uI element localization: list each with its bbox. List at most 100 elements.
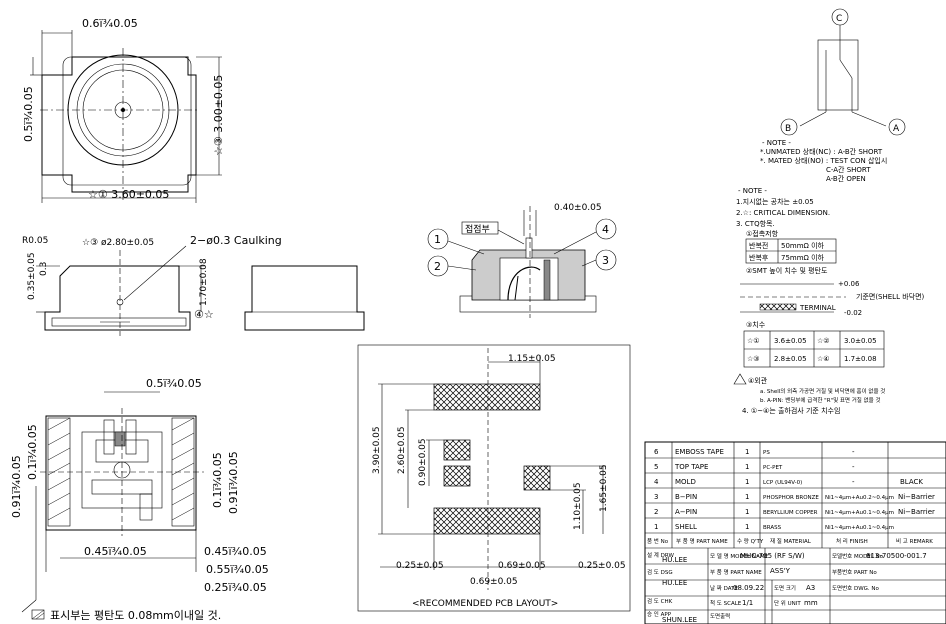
bom-row2-mat: BERYLLIUM COPPER: [763, 510, 818, 516]
notes-l3: 3. CTQ항목.: [736, 219, 775, 228]
pcb-dim-025b: 0.25±0.05: [578, 561, 626, 571]
bottom-view-dim-b3: 0.55ï¾0.05: [206, 563, 269, 576]
side-view-dim-035: 0.35±0.05: [27, 252, 37, 300]
bom-row4-name: MOLD: [675, 478, 696, 486]
section-n1: 1: [434, 233, 441, 246]
notes-l6: ③치수: [746, 320, 766, 329]
section-n3: 3: [602, 254, 609, 267]
notes-t2a: ☆③: [747, 355, 760, 363]
bottom-view-dim-top: 0.5ï¾0.05: [146, 377, 202, 390]
notes-l8: 4. ①~④는 출하검사 기준 치수임: [742, 406, 840, 415]
switch-schematic: C B A - NOTE - *.UNMATED 상태(NC) : A-B간 S…: [760, 8, 906, 183]
bom-row5-qty: 1: [745, 463, 749, 471]
bom-row4-fin: -: [852, 478, 855, 486]
bottom-view-dim-b1: 0.45ï¾0.05: [84, 545, 147, 558]
pcb-layout: 1.15±0.05 3.90±0.05 2.60±0.05 0.90±0.05 …: [357, 344, 631, 612]
pcb-dim-260: 2.60±0.05: [397, 426, 407, 474]
notes-title: - NOTE -: [738, 187, 767, 195]
pcb-dim-025a: 0.25±0.05: [396, 561, 444, 571]
side-view-r-label: R0.05: [22, 236, 48, 246]
bom-row1-fin: Ni1~4μm+Au0.1~0.4μm: [825, 525, 894, 531]
bom-row1-mat: BRASS: [763, 525, 782, 531]
title-block: 설 계 DRW HU.LEE 검 도 DSG HU.LEE 검 도 CHK 승 …: [645, 548, 946, 624]
bottom-view-dim-r1: 0.1ï¾0.05: [211, 452, 224, 508]
bom-row6-qty: 1: [745, 448, 749, 456]
bottom-view-dim-l2: 0.1ï¾0.05: [26, 424, 39, 480]
pcb-dim-090: 0.90±0.05: [418, 438, 428, 486]
bottom-view: 0.5ï¾0.05 0.91ï¾0.05 0.1ï¾0.05 0.1ï¾0.05…: [10, 377, 269, 622]
side-view-caulk-label: 2−ø0.3 Caulking: [190, 234, 282, 247]
notes-ref: 기준면(SHELL 바닥면): [856, 292, 925, 301]
end-view: [244, 265, 365, 331]
notes-r1b: 50mmΩ 이하: [781, 241, 825, 250]
cross-section: 0.40±0.05 접점부 1 2 4 3: [427, 203, 617, 318]
notes-r2a: 반복후: [749, 253, 769, 262]
tb-unit: mm: [804, 599, 818, 607]
schematic-note3: C-A간 SHORT: [826, 165, 871, 174]
top-view-dim-left: 0.5ï¾0.05: [22, 86, 35, 142]
bom-row2-qty: 1: [745, 508, 749, 516]
bom-header-qty: 수 량 Q'TY: [737, 538, 764, 545]
tb-model-label: 모 델 명 MODEL NAME: [710, 552, 769, 560]
notes-l7b: b. A-PIN: 밴딩부에 급격한 "R"및 표면 거칠 없을 것: [760, 396, 881, 404]
bom-row1-no: 1: [654, 523, 658, 531]
bom-row3-rem: Ni−Barrier: [898, 493, 935, 501]
tb-model-no-label: 모델번호 MODEL No: [832, 552, 884, 560]
notes-t2d: 1.7±0.08: [844, 355, 877, 363]
notes-plus: +0.06: [838, 280, 860, 288]
notes-t2b: 2.8±0.05: [774, 355, 807, 363]
notes-t1d: 3.0±0.05: [844, 337, 877, 345]
pcb-dim-115: 1.15±0.05: [508, 354, 556, 364]
side-view-dim-03: 0.3: [39, 262, 49, 276]
notes-minus: -0.02: [844, 309, 862, 317]
side-view: R0.05 ☆③ ø2.80±0.05 2−ø0.3 Caulking 0.35…: [22, 234, 282, 336]
bom-header-remark: 비 고 REMARK: [896, 537, 933, 545]
bom-row3-qty: 1: [745, 493, 749, 501]
schematic-b: B: [785, 124, 791, 134]
tb-chk-label: 검 도 CHK: [647, 598, 673, 605]
pcb-dim-390: 3.90±0.05: [372, 426, 382, 474]
bom-header-material: 재 질 MATERIAL: [770, 537, 812, 545]
section-dim-040: 0.40±0.05: [554, 203, 602, 213]
tb-model-no: 613-70500-001.7: [866, 552, 927, 560]
top-view: 0.6ï¾0.05 0.5ï¾0.05 ☆③ 3.00±0.05 ☆① 3.60…: [22, 17, 225, 203]
bottom-view-dim-b4: 0.25ï¾0.05: [204, 581, 267, 594]
notes-terminal: TERMINAL: [799, 304, 836, 312]
top-view-dim-bottom: ☆① 3.60±0.05: [88, 188, 169, 201]
bottom-view-dim-b2: 0.45ï¾0.05: [204, 545, 267, 558]
pcb-dim-165: 1.65±0.05: [599, 464, 609, 512]
bom-row4-no: 4: [654, 478, 659, 486]
tb-proj-label: 도면출력: [710, 612, 730, 620]
notes-t1c: ☆②: [817, 337, 830, 345]
tb-scale: 1/1: [742, 599, 753, 607]
tb-dwg-label: 도면번호 DWG. No: [832, 584, 880, 592]
notes-r1a: 반복전: [749, 241, 768, 250]
bom-row3-fin: Ni1~4μm+Au0.2~0.4μm: [825, 495, 894, 501]
bom-row1-qty: 1: [745, 523, 749, 531]
bom-row2-no: 2: [654, 508, 658, 516]
pcb-dim-110: 1.10±0.05: [573, 482, 583, 530]
bom-header-finish: 처 리 FINISH: [836, 537, 868, 545]
notes-l2: 2.☆: CRITICAL DIMENSION.: [736, 209, 830, 217]
schematic-note-title: - NOTE -: [762, 139, 791, 147]
top-view-dim-right: ☆③ 3.00±0.05: [212, 75, 225, 156]
tb-size: A3: [806, 584, 815, 592]
bom-row3-no: 3: [654, 493, 658, 501]
notes-t1b: 3.6±0.05: [774, 337, 807, 345]
section-n2: 2: [434, 260, 441, 273]
notes-t2c: ☆④: [817, 355, 830, 363]
bom-row6-no: 6: [654, 448, 659, 456]
notes-l5: ②SMT 높이 치수 및 평탄도: [746, 266, 828, 275]
tb-scale-label: 척 도 SCALE: [710, 599, 742, 607]
tb-drw: HU.LEE: [662, 556, 687, 564]
bom-row5-no: 5: [654, 463, 658, 471]
bom-row4-qty: 1: [745, 478, 749, 486]
bom-row2-fin: Ni1~4μm+Au0.1~0.4μm: [825, 510, 894, 516]
schematic-a: A: [893, 124, 900, 134]
bom-row2-rem: Ni−Barrier: [898, 508, 935, 516]
side-view-dia-label: ☆③ ø2.80±0.05: [82, 238, 154, 248]
tb-size-label: 도면 크기: [774, 584, 796, 592]
tb-drw-label: 설 계 DRW: [647, 551, 674, 559]
top-view-dim-top: 0.6ï¾0.05: [82, 17, 138, 30]
